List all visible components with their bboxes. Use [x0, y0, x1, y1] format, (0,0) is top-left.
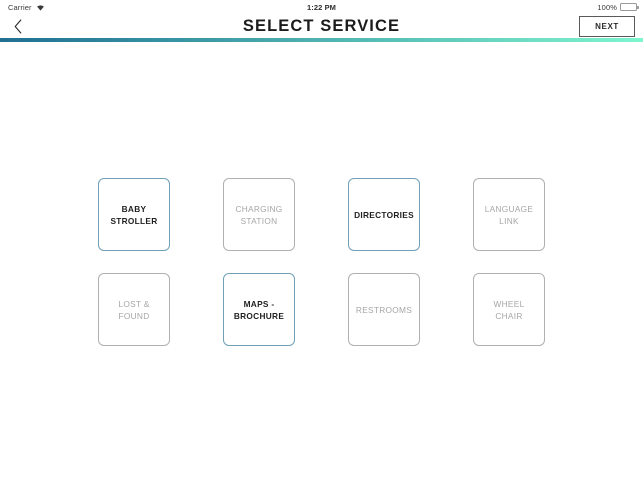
service-tile-directories[interactable]: DIRECTORIES	[348, 178, 420, 251]
next-button[interactable]: NEXT	[579, 16, 635, 37]
service-tile-label: BABY STROLLER	[110, 203, 158, 226]
chevron-left-icon	[14, 18, 22, 34]
service-tile-lost-and-found[interactable]: LOST & FOUND	[98, 273, 170, 346]
status-bar-clock: 1:22 PM	[306, 2, 337, 12]
battery-cap	[637, 6, 639, 10]
service-tile-label: CHARGING STATION	[235, 203, 283, 226]
service-tile-baby-stroller[interactable]: BABY STROLLER	[98, 178, 170, 251]
service-tile-language-link[interactable]: LANGUAGE LINK	[473, 178, 545, 251]
service-tile-charging-station[interactable]: CHARGING STATION	[223, 178, 295, 251]
service-tile-label: RESTROOMS	[355, 304, 413, 315]
nav-bar: SELECT SERVICE NEXT	[0, 14, 643, 38]
back-button[interactable]	[4, 14, 32, 38]
service-tile-label: MAPS - BROCHURE	[233, 298, 285, 321]
service-tile-label: LANGUAGE LINK	[484, 203, 534, 226]
status-bar-left: Carrier	[8, 3, 45, 12]
service-tile-maps-brochure[interactable]: MAPS - BROCHURE	[223, 273, 295, 346]
gradient-divider	[0, 38, 643, 42]
service-tile-restrooms[interactable]: RESTROOMS	[348, 273, 420, 346]
carrier-label: Carrier	[8, 2, 32, 12]
service-tile-label: LOST & FOUND	[118, 298, 150, 321]
wifi-icon	[36, 4, 44, 11]
service-tile-label: WHEEL CHAIR	[493, 298, 525, 321]
battery-percent-label: 100%	[597, 2, 617, 12]
battery-icon	[620, 3, 639, 11]
status-bar-right: 100%	[597, 2, 639, 12]
service-tile-grid: BABY STROLLER CHARGING STATION DIRECTORIES…	[98, 178, 545, 346]
service-tile-label: DIRECTORIES	[354, 209, 414, 220]
status-bar: Carrier 1:22 PM 100%	[0, 0, 643, 14]
service-tile-wheel-chair[interactable]: WHEEL CHAIR	[473, 273, 545, 346]
main-content: BABY STROLLER CHARGING STATION DIRECTORIES…	[0, 42, 643, 482]
page-title: SELECT SERVICE	[242, 17, 401, 35]
